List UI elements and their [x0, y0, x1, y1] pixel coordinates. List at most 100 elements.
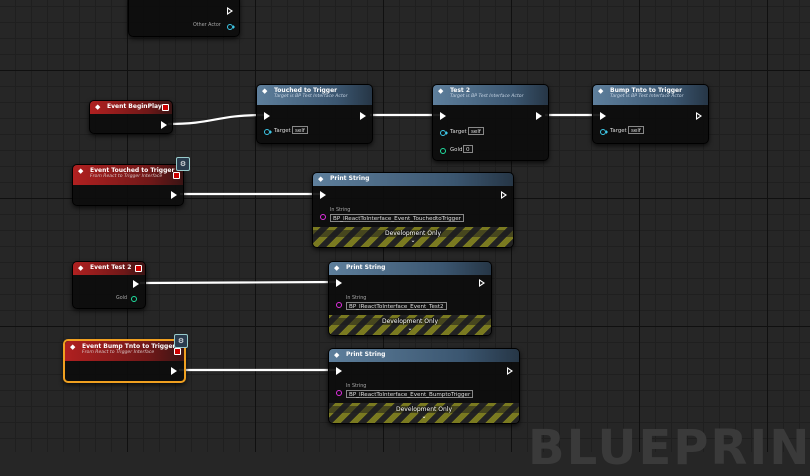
interface-badge-icon: ⚙ — [176, 157, 190, 171]
exec-in-pin[interactable] — [320, 191, 326, 199]
node-header: ◆ Event Bump Tnto to Trigger From React … — [65, 341, 184, 361]
target-value[interactable]: self — [468, 127, 484, 135]
in-string-pin[interactable] — [336, 390, 342, 396]
node-subtitle: From React to Trigger Interface — [82, 350, 155, 355]
target-value[interactable]: self — [628, 126, 644, 134]
node-header: ◆ Event Test 2 — [73, 262, 145, 275]
exec-out-pin[interactable] — [360, 112, 366, 120]
function-f-icon: ◆ — [598, 87, 604, 95]
node-header: ◆ Event BeginPlay — [90, 101, 172, 114]
exec-in-pin[interactable] — [600, 112, 606, 120]
node-title: Event BeginPlay — [107, 103, 162, 110]
node-title: Event Touched to Trigger — [90, 167, 175, 174]
node-title: Event Bump Tnto to Trigger — [82, 343, 176, 350]
function-f-icon: ◆ — [334, 264, 340, 272]
exec-out-pin[interactable] — [133, 280, 139, 288]
event-diamond-icon: ◆ — [78, 167, 84, 175]
exec-out-pin[interactable] — [536, 112, 542, 120]
event-delegate-pin[interactable] — [173, 172, 180, 179]
gold-label: Gold — [116, 296, 128, 301]
event-touched-to-trigger-node[interactable]: ◆ Event Touched to Trigger From React to… — [72, 164, 184, 206]
print-string-node[interactable]: ◆ Print String In String BP_IReactToInte… — [312, 172, 514, 248]
expand-chevron-icon[interactable]: ⌄ — [410, 237, 416, 244]
touched-to-trigger-call-node[interactable]: ◆ Touched to Trigger Target is BP Test I… — [256, 84, 373, 144]
exec-out-pin[interactable] — [479, 279, 485, 287]
in-string-value[interactable]: BP_IReactToInterface_Event_TouchedtoTrig… — [330, 214, 464, 222]
function-f-icon: ◆ — [334, 351, 340, 359]
node-title: Print String — [330, 175, 370, 182]
interface-badge-icon: ⚙ — [174, 334, 188, 348]
gold-value[interactable]: 0 — [463, 145, 473, 153]
in-string-value[interactable]: BP_IReactToInterface_Event_BumptoTrigger — [346, 390, 474, 398]
expand-chevron-icon[interactable]: ⌄ — [407, 325, 413, 332]
target-label: Target — [274, 128, 291, 134]
exec-out-pin[interactable] — [161, 121, 167, 129]
event-diamond-icon: ◆ — [78, 264, 84, 272]
node-title: Print String — [346, 351, 386, 358]
function-f-icon: ◆ — [318, 175, 324, 183]
development-only-bar: Development Only ⌄ — [329, 403, 519, 423]
exec-wire — [167, 113, 265, 126]
target-pin[interactable] — [440, 130, 448, 136]
gold-pin[interactable] — [131, 296, 137, 302]
node-title: Bump Tnto to Trigger — [610, 87, 683, 94]
node-title: Touched to Trigger — [274, 87, 338, 94]
node-header: ◆ Print String — [329, 349, 519, 362]
exec-out-pin[interactable] — [507, 367, 513, 375]
target-pin[interactable] — [264, 129, 272, 135]
node-header: ◆ Print String — [313, 173, 513, 186]
in-string-value[interactable]: BP_IReactToInterface_Event_Test2 — [346, 302, 447, 310]
gold-pin[interactable] — [440, 148, 446, 154]
target-value[interactable]: self — [292, 126, 308, 134]
exec-out-pin[interactable] — [171, 191, 177, 199]
in-string-label: In String — [346, 384, 367, 389]
in-string-label: In String — [346, 296, 367, 301]
exec-out-pin[interactable] — [227, 7, 233, 15]
node-subtitle: From React to Trigger Interface — [90, 174, 163, 179]
node-header: ◆ Print String — [329, 262, 491, 275]
print-string-node[interactable]: ◆ Print String In String BP_IReactToInte… — [328, 261, 492, 336]
event-delegate-pin[interactable] — [135, 265, 142, 272]
in-string-pin[interactable] — [320, 214, 326, 220]
node-title: Test 2 — [450, 87, 471, 94]
blueprint-watermark: BLUEPRINT — [528, 420, 810, 476]
target-pin[interactable] — [600, 129, 608, 135]
development-only-bar: Development Only ⌄ — [329, 315, 491, 335]
gold-label: Gold — [450, 147, 463, 153]
event-diamond-icon: ◆ — [70, 343, 76, 351]
node-title: Print String — [346, 264, 386, 271]
event-beginplay-node[interactable]: ◆ Event BeginPlay — [89, 100, 173, 134]
development-only-bar: Development Only ⌄ — [313, 227, 513, 247]
function-f-icon: ◆ — [438, 87, 444, 95]
exec-in-pin[interactable] — [440, 112, 446, 120]
exec-in-pin[interactable] — [336, 279, 342, 287]
event-diamond-icon: ◆ — [95, 103, 101, 111]
in-string-label: In String — [330, 208, 351, 213]
node-subtitle: Target is BP Test Interface Actor — [610, 94, 684, 99]
exec-out-pin[interactable] — [696, 112, 702, 120]
function-f-icon: ◆ — [262, 87, 268, 95]
exec-out-pin[interactable] — [171, 367, 177, 375]
development-only-label: Development Only — [329, 318, 491, 325]
development-only-label: Development Only — [313, 230, 513, 237]
development-only-label: Development Only — [329, 406, 519, 413]
node-header: ◆ Bump Tnto to Trigger Target is BP Test… — [593, 85, 708, 105]
node-header: ◆ Event Touched to Trigger From React to… — [73, 165, 183, 185]
partial-event-node[interactable]: Other Actor — [128, 0, 240, 37]
test2-call-node[interactable]: ◆ Test 2 Target is BP Test Interface Act… — [432, 84, 549, 161]
exec-in-pin[interactable] — [264, 112, 270, 120]
event-test2-node[interactable]: ◆ Event Test 2 Gold — [72, 261, 146, 309]
exec-out-pin[interactable] — [501, 191, 507, 199]
bump-into-trigger-call-node[interactable]: ◆ Bump Tnto to Trigger Target is BP Test… — [592, 84, 709, 144]
node-header: ◆ Test 2 Target is BP Test Interface Act… — [433, 85, 548, 105]
exec-in-pin[interactable] — [336, 367, 342, 375]
node-subtitle: Target is BP Test Interface Actor — [450, 94, 524, 99]
in-string-pin[interactable] — [336, 302, 342, 308]
event-delegate-pin[interactable] — [162, 104, 169, 111]
target-label: Target — [610, 128, 627, 134]
event-bump-into-trigger-node[interactable]: ◆ Event Bump Tnto to Trigger From React … — [63, 339, 186, 383]
expand-chevron-icon[interactable]: ⌄ — [421, 413, 427, 420]
other-actor-pin[interactable] — [227, 24, 235, 30]
event-delegate-pin[interactable] — [174, 348, 181, 355]
print-string-node[interactable]: ◆ Print String In String BP_IReactToInte… — [328, 348, 520, 424]
